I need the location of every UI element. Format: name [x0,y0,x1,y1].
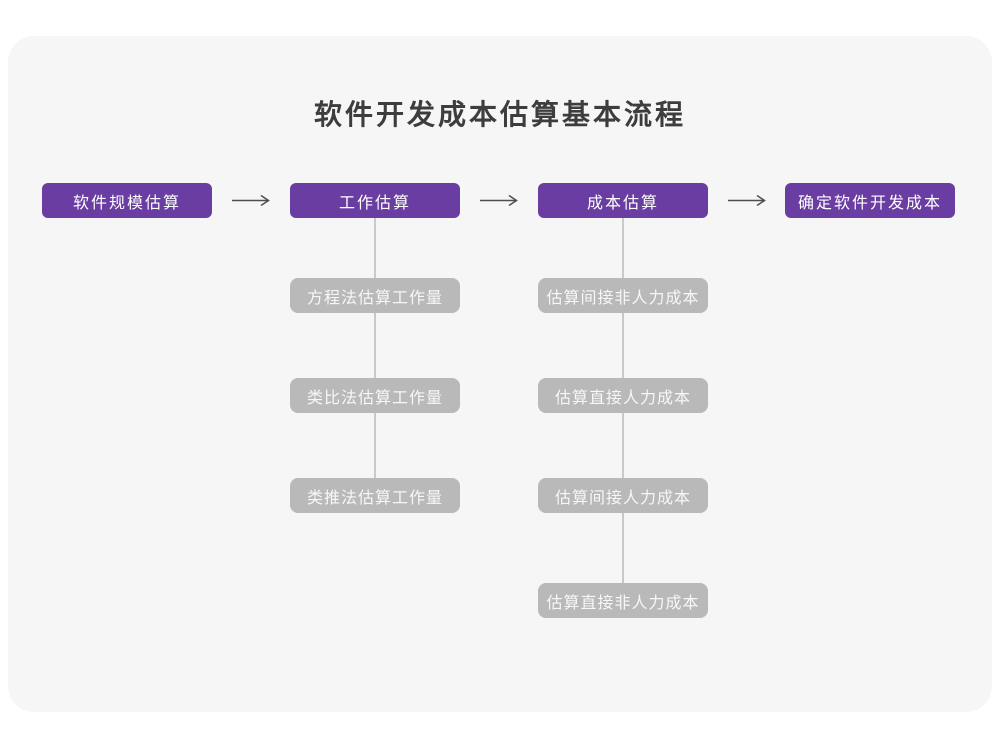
stage-node-determine-development-cost: 确定软件开发成本 [785,183,955,218]
branch-node-extrapolation-method: 类推法估算工作量 [290,478,460,513]
branch-node-indirect-nonlabor-cost: 估算间接非人力成本 [538,278,708,313]
flow-arrow-icon [727,194,767,207]
flow-arrow-icon [479,194,519,207]
branch-node-direct-labor-cost: 估算直接人力成本 [538,378,708,413]
branch-node-equation-method: 方程法估算工作量 [290,278,460,313]
stage-node-work-estimation: 工作估算 [290,183,460,218]
branch-node-analogy-method: 类比法估算工作量 [290,378,460,413]
flowchart-canvas [8,36,992,712]
flow-arrow-icon [231,194,271,207]
connector-line-work-estimation [374,218,376,498]
branch-node-direct-nonlabor-cost: 估算直接非人力成本 [538,583,708,618]
branch-node-indirect-labor-cost: 估算间接人力成本 [538,478,708,513]
stage-node-cost-estimation: 成本估算 [538,183,708,218]
stage-node-software-scale-estimation: 软件规模估算 [42,183,212,218]
diagram-title: 软件开发成本估算基本流程 [313,99,686,130]
